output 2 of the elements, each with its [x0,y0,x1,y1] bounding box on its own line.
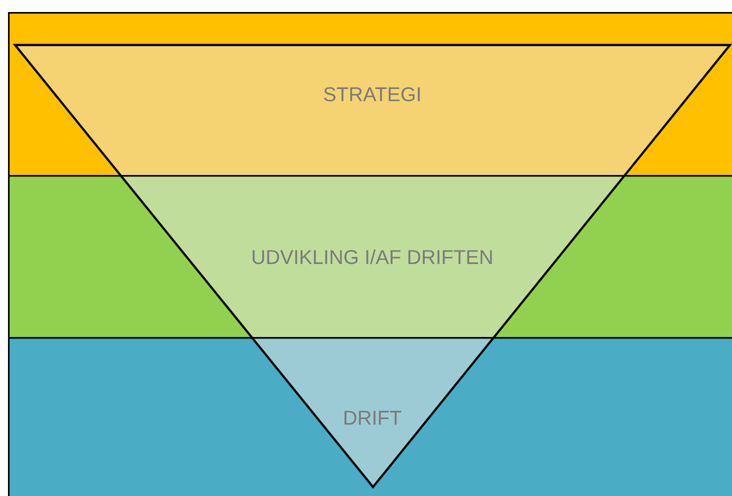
band: UDVIKLING I/AF DRIFTEN [8,175,732,339]
band: STRATEGI [8,12,732,177]
